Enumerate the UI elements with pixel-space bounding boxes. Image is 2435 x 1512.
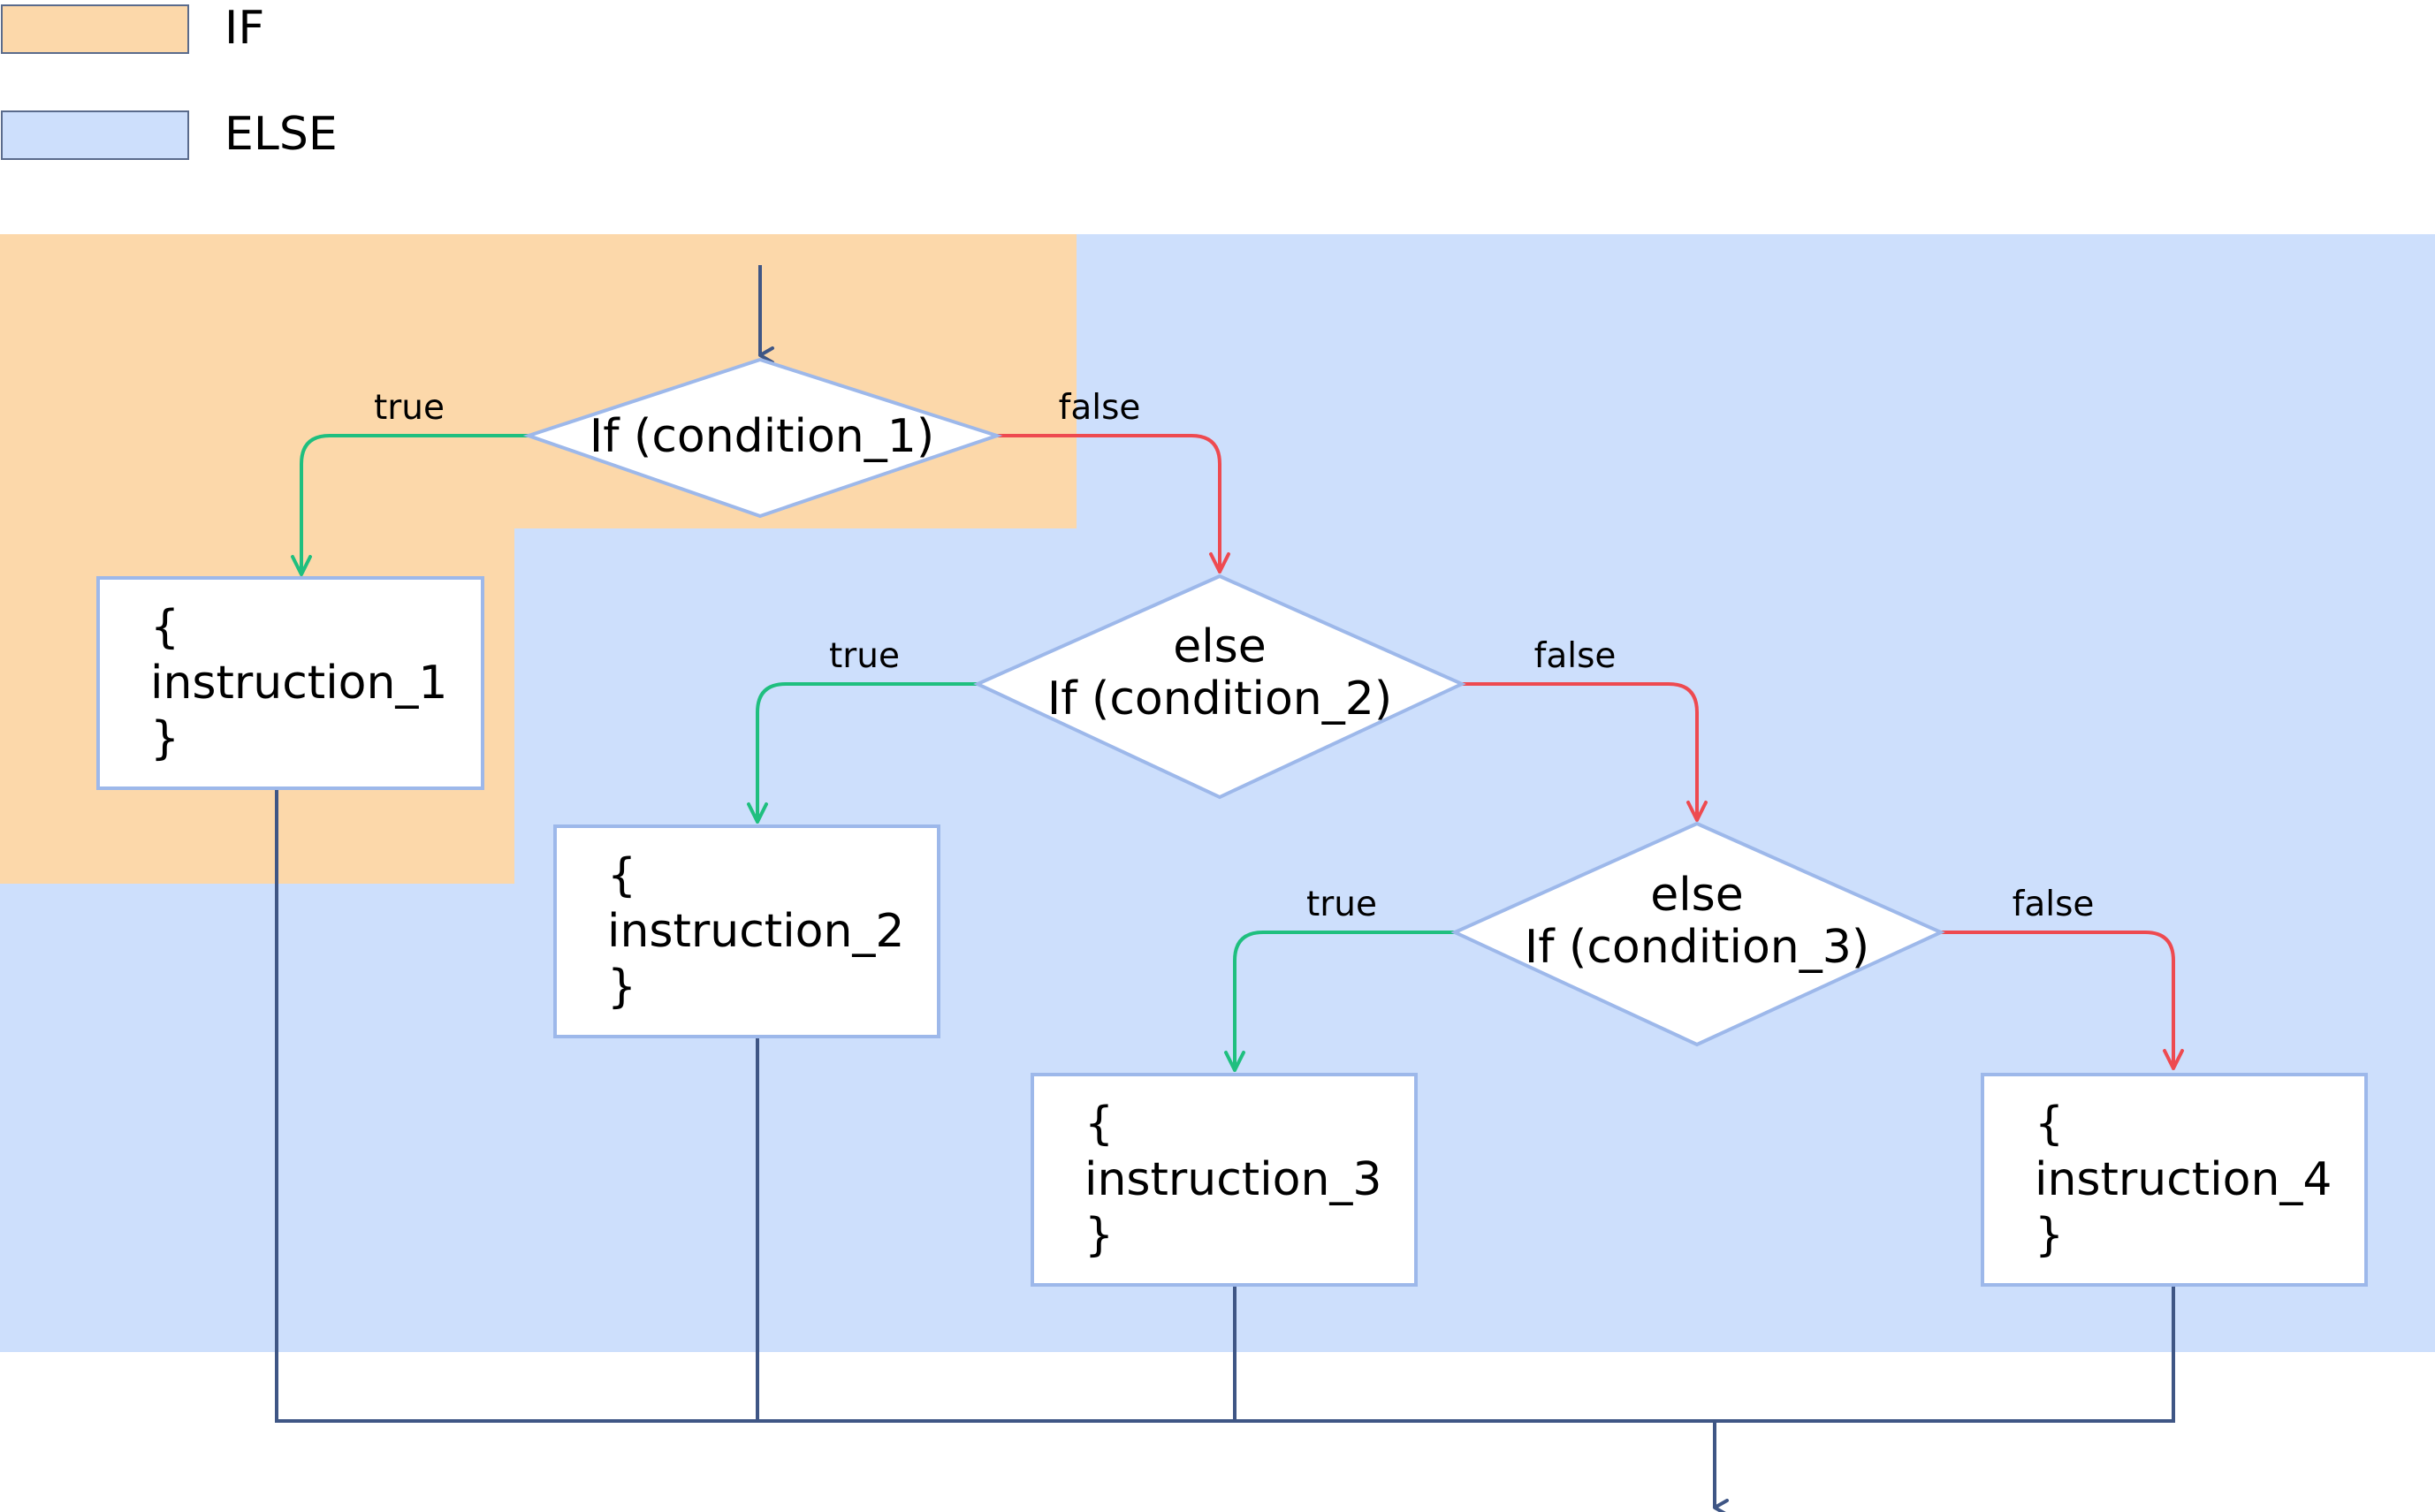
decision-condition-2 bbox=[973, 574, 1466, 800]
instruction-3-open: { bbox=[1084, 1098, 1114, 1151]
d1-true-arrow bbox=[291, 434, 530, 576]
decision-3-line1: else bbox=[1650, 869, 1744, 922]
decision-2-line1: else bbox=[1173, 620, 1267, 673]
legend-else-label: ELSE bbox=[224, 108, 338, 161]
instruction-2-body: instruction_2 bbox=[607, 905, 905, 958]
decision-condition-3 bbox=[1450, 821, 1945, 1047]
instruction-3-box bbox=[1031, 1073, 1418, 1287]
instruction-1-open: { bbox=[150, 601, 179, 654]
decision-3-line2: If (condition_3) bbox=[1525, 921, 1869, 974]
d2-true-arrow bbox=[747, 682, 979, 824]
decision-condition-1 bbox=[522, 357, 1003, 519]
d2-false-label: false bbox=[1534, 636, 1617, 676]
instruction-4-close: } bbox=[2035, 1209, 2064, 1262]
instruction-2-open: { bbox=[607, 849, 636, 902]
instruction-1-close: } bbox=[150, 712, 179, 765]
instruction-4-body: instruction_4 bbox=[2035, 1153, 2332, 1206]
legend-if-swatch bbox=[1, 4, 189, 54]
instruction-2-close: } bbox=[607, 961, 636, 1014]
d3-false-arrow bbox=[1939, 931, 2184, 1070]
instruction-1-body: instruction_1 bbox=[150, 657, 448, 710]
d3-false-label: false bbox=[2013, 885, 2095, 924]
decision-1-text: If (condition_1) bbox=[590, 410, 934, 463]
legend-else-swatch bbox=[1, 110, 189, 160]
d3-true-arrow bbox=[1224, 931, 1457, 1072]
d1-false-label: false bbox=[1059, 388, 1141, 428]
d2-false-arrow bbox=[1460, 682, 1708, 822]
instruction-4-box bbox=[1981, 1073, 2368, 1287]
instruction-3-close: } bbox=[1084, 1209, 1114, 1262]
decision-2-line2: If (condition_2) bbox=[1047, 672, 1392, 726]
instruction-3-body: instruction_3 bbox=[1084, 1153, 1382, 1206]
d1-true-label: true bbox=[374, 388, 445, 428]
instruction-1-box bbox=[96, 576, 484, 790]
d2-true-label: true bbox=[829, 636, 900, 676]
instruction-2-box bbox=[553, 824, 940, 1038]
legend-if-label: IF bbox=[224, 2, 264, 55]
d3-true-label: true bbox=[1306, 885, 1377, 924]
d1-false-arrow bbox=[995, 434, 1230, 574]
instruction-4-open: { bbox=[2035, 1098, 2064, 1151]
